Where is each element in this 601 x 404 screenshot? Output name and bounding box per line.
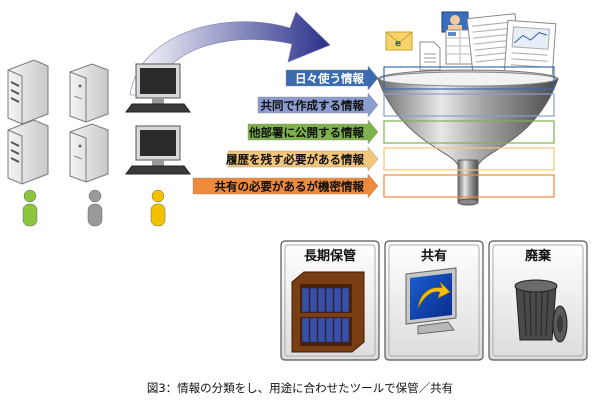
- bin-discard: 廃棄: [488, 240, 588, 361]
- category-arrow: [257, 92, 379, 118]
- category-label: 共有の必要があるが機密情報: [215, 180, 365, 194]
- bin-title: 廃棄: [524, 248, 552, 264]
- category-arrow: [247, 119, 379, 145]
- bin-title: 長期保管: [304, 248, 356, 264]
- bookshelf-icon: [291, 271, 365, 353]
- trash-can-icon: [514, 279, 568, 343]
- contact-card-icon: [441, 11, 469, 33]
- category-label: 他部署に公開する情報: [248, 126, 364, 140]
- category-label: 共同で作成する情報: [261, 99, 365, 113]
- person-icon: [87, 189, 103, 227]
- person-icon: [22, 189, 38, 227]
- destination-bins: 長期保管 共有: [280, 240, 588, 361]
- category-arrow: [227, 146, 379, 172]
- person-icon: [150, 189, 166, 227]
- email-icon: e: [385, 31, 413, 51]
- funnel-icon: [377, 69, 559, 206]
- bin-title: 共有: [421, 248, 447, 264]
- desktop-tower-icon: [69, 63, 109, 123]
- incoming-documents: e: [385, 11, 557, 79]
- category-arrow: [285, 65, 379, 91]
- category-row: 履歴を残す必要がある情報: [225, 146, 555, 172]
- text-file-icon: [419, 41, 441, 71]
- desktop-tower-icon: [69, 123, 109, 183]
- category-band: [383, 174, 555, 198]
- category-band: [383, 93, 555, 117]
- category-label: 日々使う情報: [295, 72, 364, 86]
- bin-share: 共有: [384, 240, 484, 361]
- category-band: [383, 147, 555, 171]
- category-label: 履歴を残す必要がある情報: [225, 153, 364, 167]
- category-row: 日々使う情報: [285, 65, 555, 91]
- category-band: [383, 66, 555, 90]
- shared-monitor-icon: [405, 267, 457, 335]
- figure-caption: 図3：情報の分類をし、用途に合わせたツールで保管／共有: [147, 381, 453, 395]
- server-computers: [7, 59, 191, 185]
- category-row: 共有の必要があるが機密情報: [192, 173, 555, 199]
- desktop-monitor-icon: [125, 63, 191, 113]
- category-list: 日々使う情報共同で作成する情報他部署に公開する情報履歴を残す必要がある情報共有の…: [192, 65, 555, 199]
- svg-text:e: e: [395, 39, 401, 49]
- category-band: [383, 120, 555, 144]
- bin-long-term-storage: 長期保管: [280, 240, 380, 361]
- user-figures: [22, 189, 166, 227]
- server-tower-icon: [7, 119, 49, 185]
- chart-document-icon: [503, 19, 557, 79]
- category-row: 他部署に公開する情報: [247, 119, 555, 145]
- server-tower-icon: [7, 59, 49, 125]
- category-arrow: [192, 173, 379, 199]
- category-row: 共同で作成する情報: [257, 92, 555, 118]
- desktop-monitor-icon: [125, 125, 191, 175]
